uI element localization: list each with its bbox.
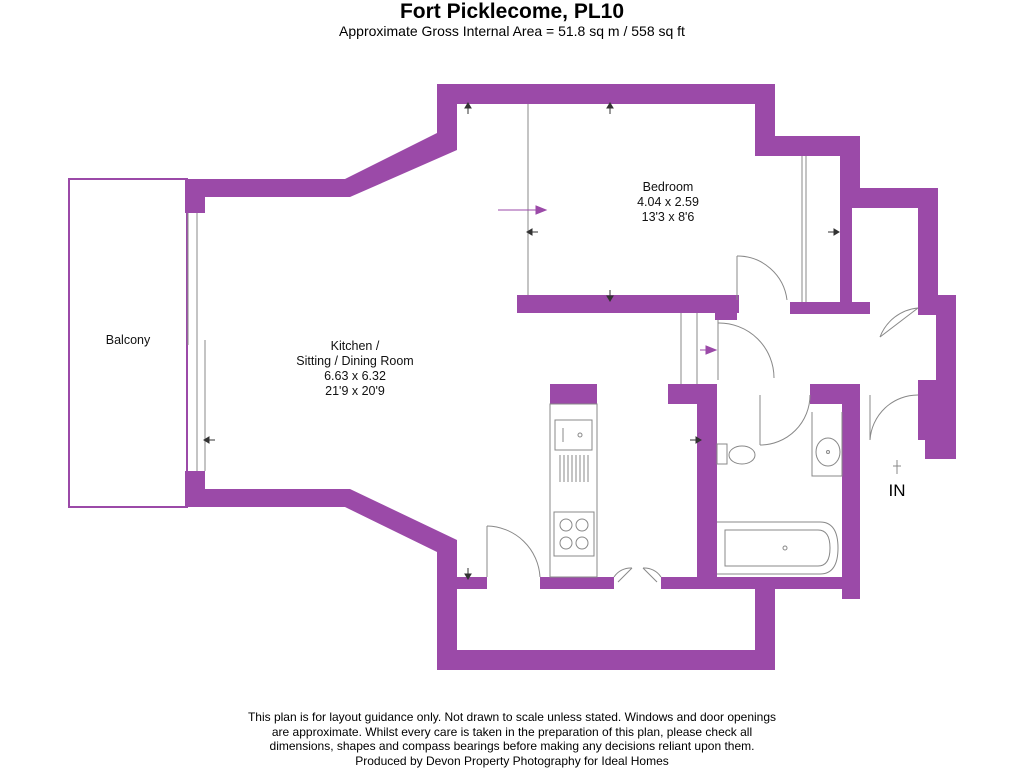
entrance-label: IN (889, 481, 906, 500)
credit-line: Produced by Devon Property Photography f… (355, 753, 669, 768)
kitchen-metric: 6.63 x 6.32 (324, 369, 386, 383)
disclaimer-line: This plan is for layout guidance only. N… (247, 710, 777, 724)
kitchen-label-line1: Kitchen / (331, 339, 380, 353)
balcony-label: Balcony (106, 333, 151, 347)
kitchen-imperial: 21'9 x 20'9 (325, 384, 385, 398)
walls (185, 84, 956, 670)
interior-lines (187, 104, 807, 471)
door-swings (486, 255, 919, 583)
page-subtitle: Approximate Gross Internal Area = 51.8 s… (339, 23, 685, 39)
bedroom-label: Bedroom (643, 180, 694, 194)
disclaimer-line: are approximate. Whilst every care is ta… (271, 724, 753, 739)
disclaimer: This plan is for layout guidance only. N… (212, 710, 812, 768)
kitchen-units (549, 403, 598, 578)
balcony-outline (68, 178, 188, 508)
bedroom-imperial: 13'3 x 8'6 (642, 210, 695, 224)
entrance-arrow (893, 460, 901, 474)
kitchen-label-line2: Sitting / Dining Room (296, 354, 413, 368)
bathroom-fixtures (716, 412, 843, 575)
disclaimer-line: dimensions, shapes and compass bearings … (269, 739, 755, 753)
dimension-arrows (203, 102, 840, 580)
page-title: Fort Picklecome, PL10 (399, 0, 625, 23)
entry-arrows (498, 205, 718, 355)
bedroom-metric: 4.04 x 2.59 (637, 195, 699, 209)
